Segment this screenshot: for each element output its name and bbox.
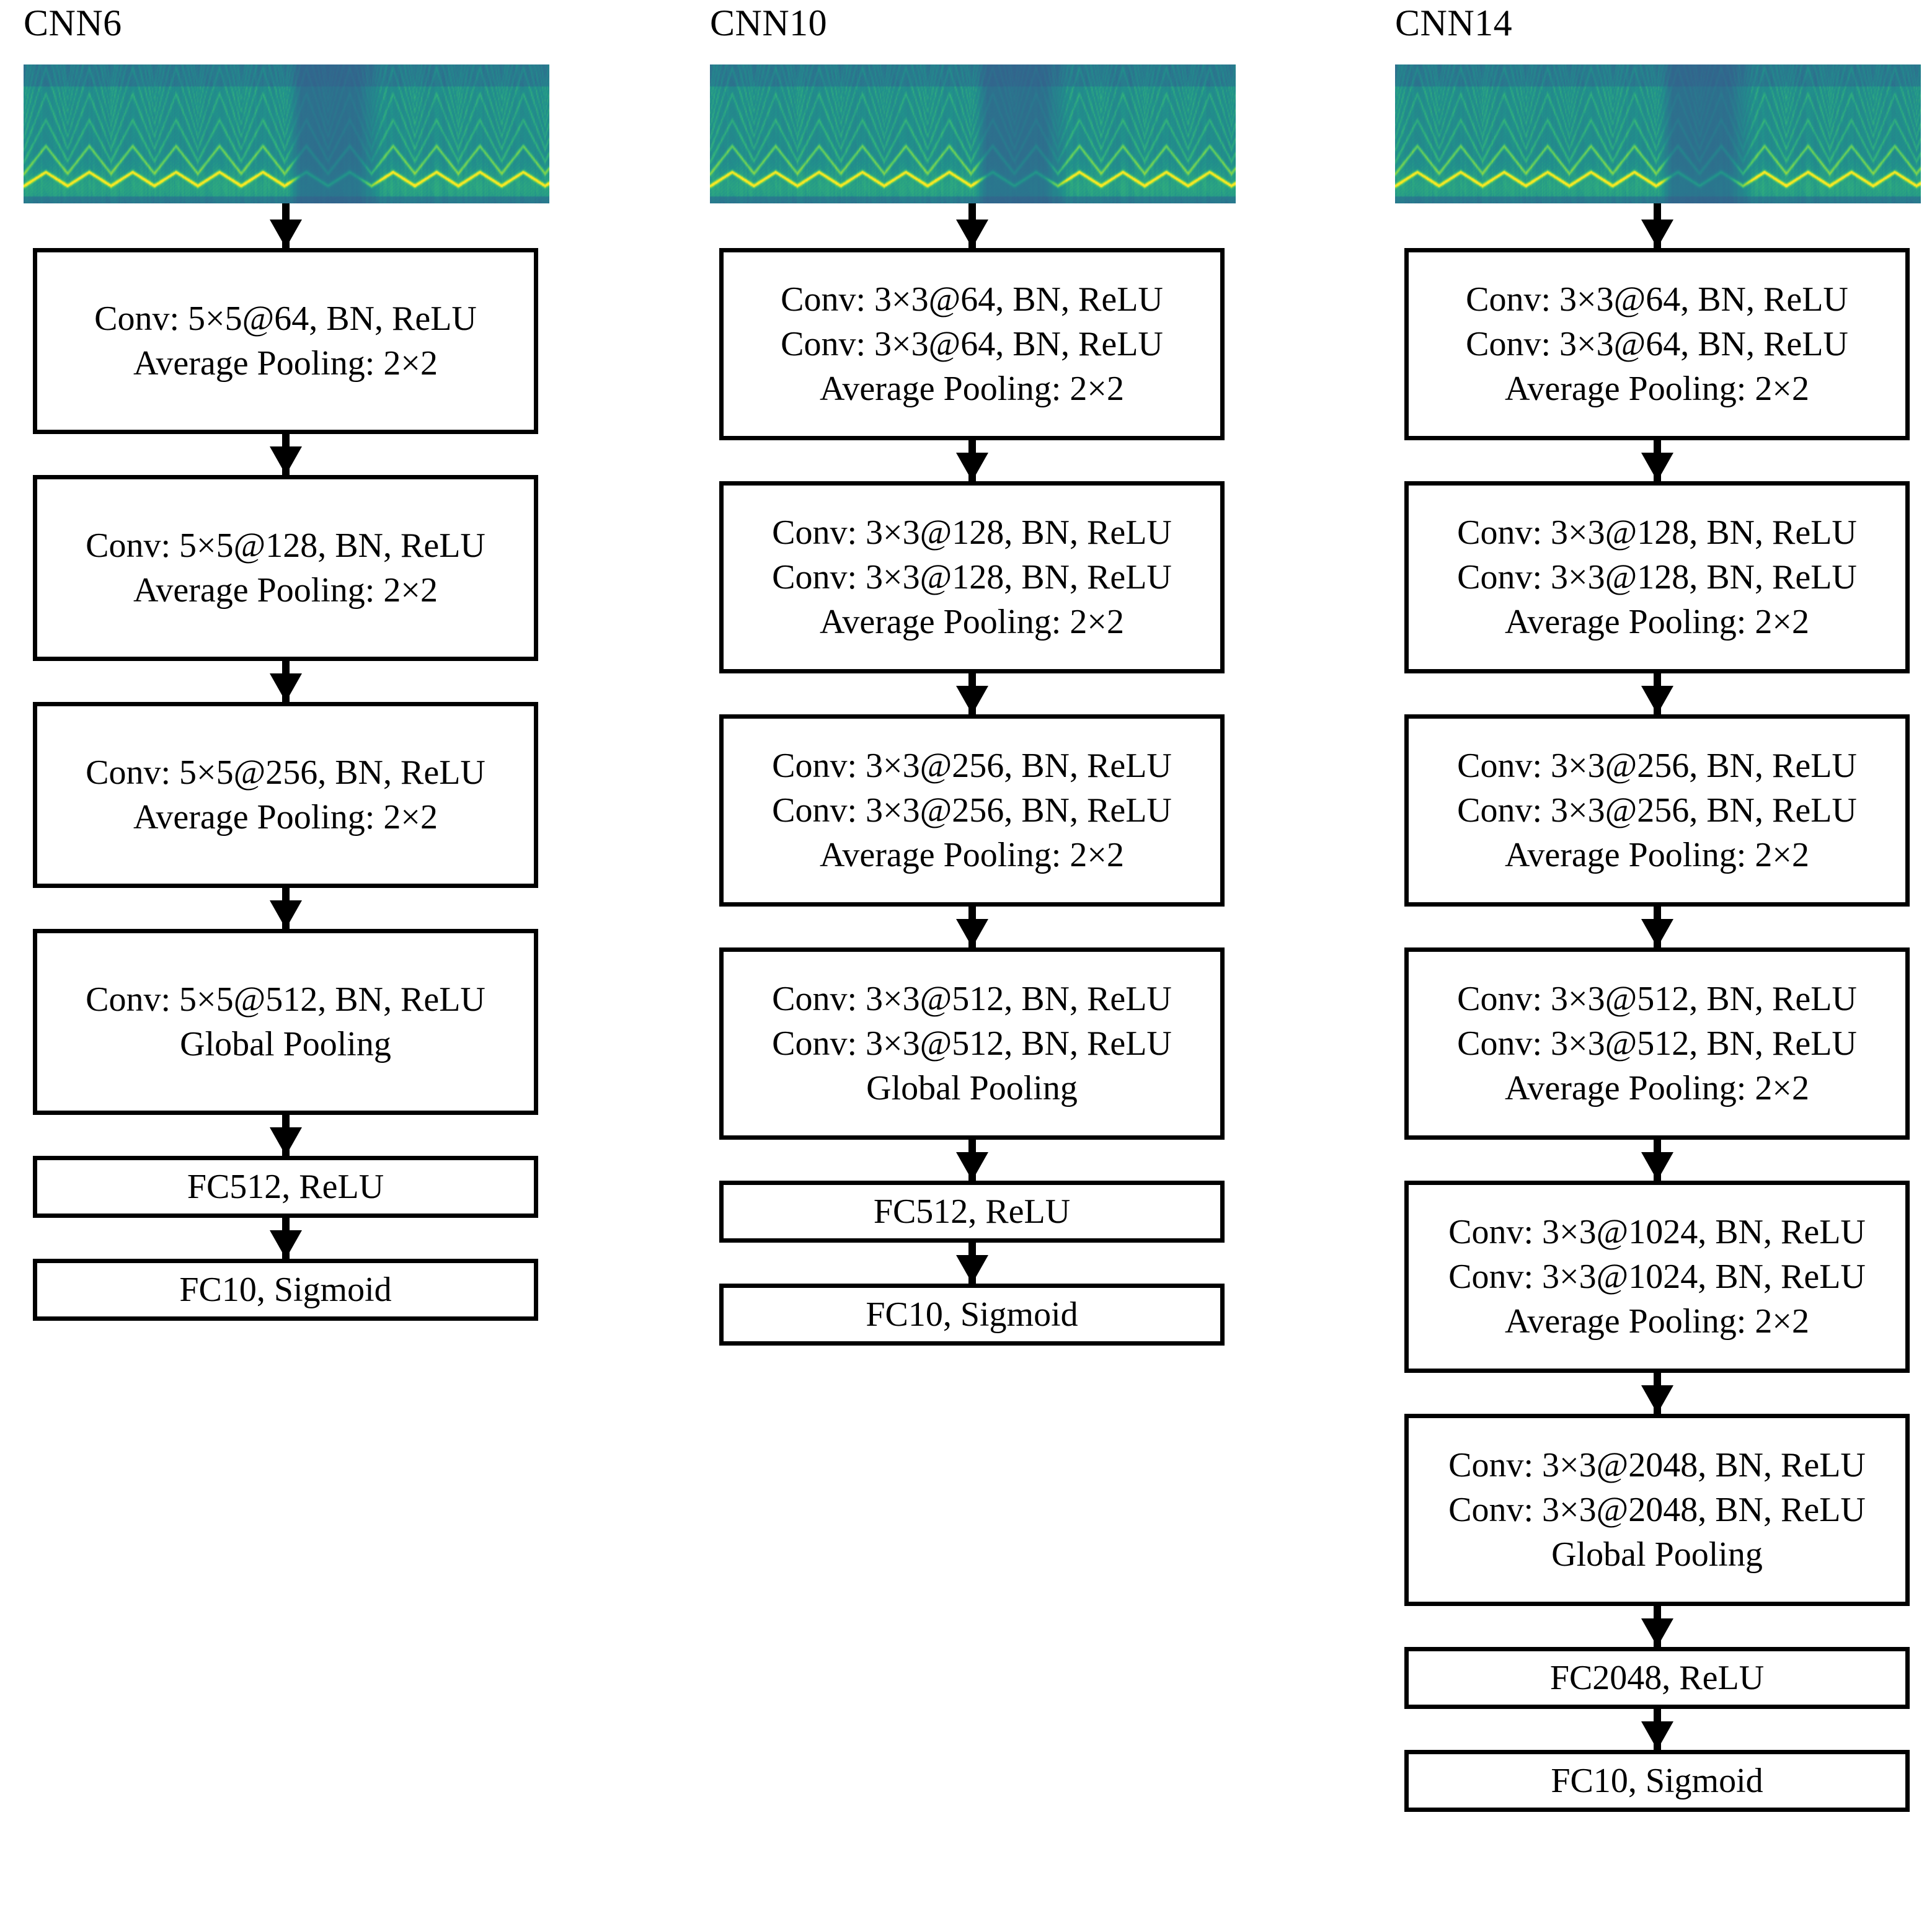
layer-block-cnn14-block-8: FC10, Sigmoid: [1404, 1750, 1910, 1812]
layer-block-cnn14-block-7: FC2048, ReLU: [1404, 1647, 1910, 1709]
layer-block-cnn6-block-2: Conv: 5×5@128, BN, ReLU Average Pooling: …: [33, 475, 538, 661]
layer-line: Average Pooling: 2×2: [133, 571, 438, 610]
layer-line: FC10, Sigmoid: [866, 1295, 1078, 1334]
layer-block-cnn14-block-3: Conv: 3×3@256, BN, ReLU Conv: 3×3@256, BN…: [1404, 714, 1910, 907]
layer-block-cnn10-block-3: Conv: 3×3@256, BN, ReLU Conv: 3×3@256, BN…: [719, 714, 1225, 907]
layer-line: Conv: 3×3@512, BN, ReLU: [772, 1024, 1172, 1063]
layer-block-cnn6-block-1: Conv: 5×5@64, BN, ReLU Average Pooling: 2…: [33, 248, 538, 434]
layer-line: Average Pooling: 2×2: [133, 798, 438, 836]
layer-line: Conv: 3×3@256, BN, ReLU: [772, 791, 1172, 830]
layer-block-cnn6-block-3: Conv: 5×5@256, BN, ReLU Average Pooling: …: [33, 702, 538, 888]
layer-line: FC512, ReLU: [873, 1192, 1071, 1231]
layer-line: Conv: 3×3@64, BN, ReLU: [1466, 280, 1848, 319]
layer-block-cnn6-block-4: Conv: 5×5@512, BN, ReLU Global Pooling: [33, 929, 538, 1115]
layer-block-cnn14-block-4: Conv: 3×3@512, BN, ReLU Conv: 3×3@512, BN…: [1404, 947, 1910, 1140]
layer-block-cnn6-block-5: FC512, ReLU: [33, 1156, 538, 1218]
layer-line: Conv: 3×3@256, BN, ReLU: [1457, 791, 1857, 830]
layer-line: Conv: 5×5@128, BN, ReLU: [86, 526, 485, 565]
layer-line: Conv: 3×3@128, BN, ReLU: [772, 558, 1172, 597]
layer-line: Average Pooling: 2×2: [1505, 1069, 1809, 1107]
layer-line: Average Pooling: 2×2: [1505, 370, 1809, 408]
layer-line: Average Pooling: 2×2: [1505, 603, 1809, 641]
layer-line: Global Pooling: [1551, 1535, 1763, 1574]
layer-block-cnn14-block-2: Conv: 3×3@128, BN, ReLU Conv: 3×3@128, BN…: [1404, 481, 1910, 673]
layer-line: Conv: 3×3@256, BN, ReLU: [1457, 747, 1857, 785]
layer-block-cnn10-block-5: FC512, ReLU: [719, 1181, 1225, 1243]
layer-line: Conv: 3×3@2048, BN, ReLU: [1448, 1491, 1866, 1529]
column-title-cnn10: CNN10: [710, 2, 828, 43]
layer-line: Average Pooling: 2×2: [820, 370, 1124, 408]
layer-block-cnn14-block-6: Conv: 3×3@2048, BN, ReLU Conv: 3×3@2048, …: [1404, 1414, 1910, 1606]
layer-line: FC512, ReLU: [187, 1168, 384, 1206]
layer-line: Conv: 3×3@128, BN, ReLU: [1457, 558, 1857, 597]
layer-line: Average Pooling: 2×2: [820, 836, 1124, 874]
layer-block-cnn6-block-6: FC10, Sigmoid: [33, 1259, 538, 1321]
layer-line: Conv: 5×5@64, BN, ReLU: [94, 300, 477, 338]
input-spectrogram-cnn10: [710, 64, 1236, 203]
layer-line: Conv: 3×3@256, BN, ReLU: [772, 747, 1172, 785]
layer-line: Average Pooling: 2×2: [1505, 1302, 1809, 1341]
layer-line: Conv: 3×3@128, BN, ReLU: [1457, 513, 1857, 552]
layer-line: Conv: 5×5@512, BN, ReLU: [86, 980, 485, 1019]
layer-block-cnn10-block-1: Conv: 3×3@64, BN, ReLU Conv: 3×3@64, BN, …: [719, 248, 1225, 440]
input-spectrogram-cnn14: [1395, 64, 1921, 203]
layer-block-cnn10-block-4: Conv: 3×3@512, BN, ReLU Conv: 3×3@512, BN…: [719, 947, 1225, 1140]
layer-line: Conv: 3×3@512, BN, ReLU: [1457, 980, 1857, 1018]
column-title-cnn6: CNN6: [24, 2, 122, 43]
layer-line: Average Pooling: 2×2: [1505, 836, 1809, 874]
layer-line: Global Pooling: [180, 1025, 391, 1063]
layer-line: FC2048, ReLU: [1549, 1659, 1765, 1697]
layer-line: Conv: 3×3@2048, BN, ReLU: [1448, 1446, 1866, 1484]
input-spectrogram-cnn6: [24, 64, 549, 203]
column-title-cnn14: CNN14: [1395, 2, 1513, 43]
layer-block-cnn14-block-1: Conv: 3×3@64, BN, ReLU Conv: 3×3@64, BN, …: [1404, 248, 1910, 440]
layer-block-cnn14-block-5: Conv: 3×3@1024, BN, ReLU Conv: 3×3@1024, …: [1404, 1181, 1910, 1373]
layer-line: Conv: 3×3@1024, BN, ReLU: [1448, 1213, 1866, 1251]
layer-line: Conv: 3×3@64, BN, ReLU: [781, 325, 1163, 363]
layer-line: Conv: 3×3@512, BN, ReLU: [772, 980, 1172, 1018]
layer-line: Conv: 3×3@512, BN, ReLU: [1457, 1024, 1857, 1063]
layer-line: Global Pooling: [866, 1069, 1078, 1107]
layer-line: Average Pooling: 2×2: [133, 344, 438, 383]
layer-block-cnn10-block-2: Conv: 3×3@128, BN, ReLU Conv: 3×3@128, BN…: [719, 481, 1225, 673]
layer-line: FC10, Sigmoid: [1551, 1762, 1763, 1800]
layer-line: Conv: 3×3@64, BN, ReLU: [781, 280, 1163, 319]
layer-block-cnn10-block-6: FC10, Sigmoid: [719, 1284, 1225, 1346]
layer-line: FC10, Sigmoid: [179, 1271, 392, 1309]
layer-line: Conv: 3×3@64, BN, ReLU: [1466, 325, 1848, 363]
layer-line: Conv: 3×3@1024, BN, ReLU: [1448, 1258, 1866, 1296]
layer-line: Average Pooling: 2×2: [820, 603, 1124, 641]
layer-line: Conv: 3×3@128, BN, ReLU: [772, 513, 1172, 552]
layer-line: Conv: 5×5@256, BN, ReLU: [86, 753, 485, 792]
